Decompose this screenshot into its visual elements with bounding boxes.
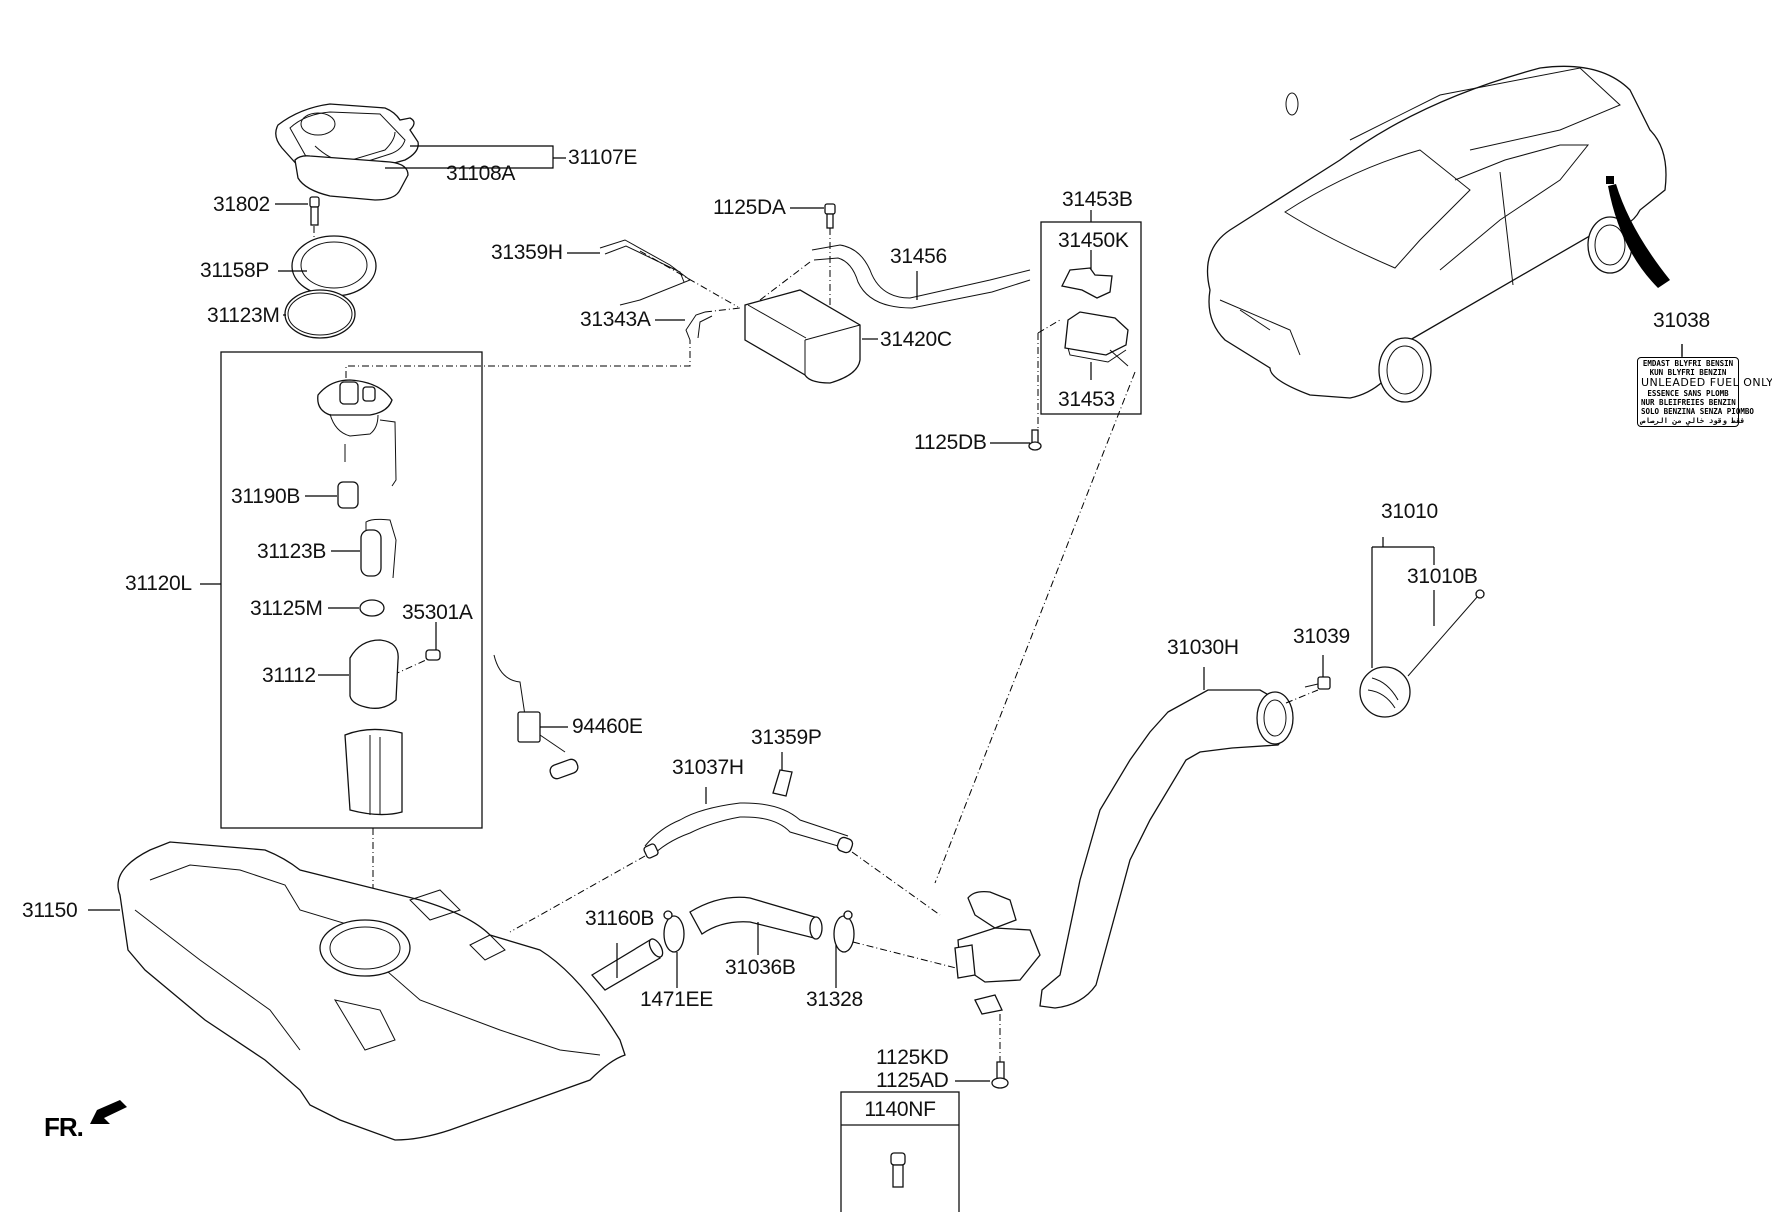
leader-31107E <box>385 145 566 169</box>
valve-35301A-drawing <box>425 649 441 661</box>
callout-1125AD[interactable]: 1125AD <box>876 1069 949 1092</box>
fuel-label-line: KUN BLYFRI BENZIN <box>1649 368 1727 377</box>
fuel-label-line: ESSENCE SANS PLOMB <box>1647 389 1729 398</box>
callout-31037H[interactable]: 31037H <box>672 756 744 779</box>
canister-31420C-drawing <box>744 289 861 384</box>
filter-31190B-drawing <box>337 481 359 509</box>
bolt-1125DA-drawing <box>824 203 836 229</box>
tube-31359H-drawing <box>599 239 692 306</box>
clip-31359P-drawing <box>772 769 793 797</box>
callout-31120L[interactable]: 31120L <box>125 572 192 595</box>
pump-flange-drawing <box>317 379 397 487</box>
fuel-cap-31010-drawing <box>1359 589 1485 718</box>
callout-1140NF[interactable]: 1140NF <box>864 1098 936 1121</box>
callout-31420C[interactable]: 31420C <box>880 328 952 351</box>
bracket-group-box <box>1040 221 1142 415</box>
callout-31125M[interactable]: 31125M <box>250 597 323 620</box>
unleaded-fuel-label-sticker: EMDAST BLYFRI BENSIN KUN BLYFRI BENZIN U… <box>1637 357 1772 427</box>
callout-31123M[interactable]: 31123M <box>207 304 280 327</box>
callout-1125KD[interactable]: 1125KD <box>876 1046 949 1069</box>
callout-31456[interactable]: 31456 <box>890 245 947 268</box>
car-illustration <box>1206 65 1670 403</box>
callout-31160B[interactable]: 31160B <box>585 907 655 930</box>
reservoir-31112-drawing <box>349 639 399 709</box>
bolt-31802-drawing <box>309 196 320 245</box>
callout-31328[interactable]: 31328 <box>806 988 863 1011</box>
pipe-31160B-drawing <box>591 938 664 991</box>
filler-neck-31030H-drawing <box>954 689 1294 1015</box>
callout-31112[interactable]: 31112 <box>262 664 316 687</box>
callout-1471EE[interactable]: 1471EE <box>640 988 713 1011</box>
callout-31802[interactable]: 31802 <box>213 193 270 216</box>
hose-31036B-drawing <box>689 896 823 940</box>
callout-31453B[interactable]: 31453B <box>1062 188 1133 211</box>
callout-31150[interactable]: 31150 <box>22 899 78 922</box>
callout-94460E[interactable]: 94460E <box>572 715 643 738</box>
callout-31359H[interactable]: 31359H <box>491 241 563 264</box>
clamp-1471EE-drawing <box>663 910 685 953</box>
callout-31010B[interactable]: 31010B <box>1407 565 1478 588</box>
callout-35301A[interactable]: 35301A <box>402 601 473 624</box>
fuel-pump-module-box <box>220 351 483 829</box>
hose-31343A-drawing <box>685 311 713 341</box>
callout-1125DA[interactable]: 1125DA <box>713 196 786 219</box>
hose-31037H-drawing <box>644 802 849 859</box>
fuel-label-line: فقط وقود خالي من الرصاص <box>1641 416 1745 425</box>
fuel-label-main-line: UNLEADED FUEL ONLY <box>1641 376 1772 389</box>
valve-31453-drawing <box>1064 311 1129 367</box>
fastener-box-1140NF <box>840 1091 960 1212</box>
callout-31038[interactable]: 31038 <box>1653 309 1710 332</box>
callout-31030H[interactable]: 31030H <box>1167 636 1239 659</box>
callout-31039[interactable]: 31039 <box>1293 625 1350 648</box>
callout-31453[interactable]: 31453 <box>1058 388 1115 411</box>
callout-31036B[interactable]: 31036B <box>725 956 796 979</box>
bolt-1125DB-drawing <box>1028 429 1042 451</box>
gasket-31123M-drawing <box>284 289 356 339</box>
fuel-label-line: SOLO BENZINA SENZA PIOMBO <box>1641 407 1754 416</box>
front-direction-label: FR. <box>44 1112 84 1142</box>
callout-31190B[interactable]: 31190B <box>231 485 301 508</box>
callout-31108A[interactable]: 31108A <box>446 162 516 185</box>
bolt-1125AD-drawing <box>991 1061 1009 1089</box>
sender-94460E-drawing <box>493 654 579 780</box>
hose-31456-drawing <box>811 244 1031 309</box>
callout-1125DB[interactable]: 1125DB <box>914 431 987 454</box>
callout-31010[interactable]: 31010 <box>1381 500 1438 523</box>
cover-assembly-drawing <box>275 103 419 201</box>
part-31125M-drawing <box>359 599 385 617</box>
screw-31039-drawing <box>1304 676 1331 690</box>
callout-31123B[interactable]: 31123B <box>257 540 327 563</box>
fuel-label-line: NUR BLEIFREIES BENZIN <box>1641 398 1736 407</box>
cage-drawing <box>344 728 403 816</box>
callout-31107E[interactable]: 31107E <box>568 146 638 169</box>
fuel-tank-31150-drawing <box>117 841 626 1141</box>
callout-31359P[interactable]: 31359P <box>751 726 822 749</box>
callout-31158P[interactable]: 31158P <box>200 259 270 282</box>
pump-motor-31123B-drawing <box>360 518 397 579</box>
front-direction-arrow-icon <box>90 1100 127 1124</box>
bracket-31450K-drawing <box>1061 267 1113 299</box>
callout-31343A[interactable]: 31343A <box>580 308 651 331</box>
callout-31450K[interactable]: 31450K <box>1058 229 1129 252</box>
ring-31158P-drawing <box>291 235 377 297</box>
fuel-label-line: EMDAST BLYFRI BENSIN <box>1642 359 1734 368</box>
clamp-31328-drawing <box>833 910 855 953</box>
